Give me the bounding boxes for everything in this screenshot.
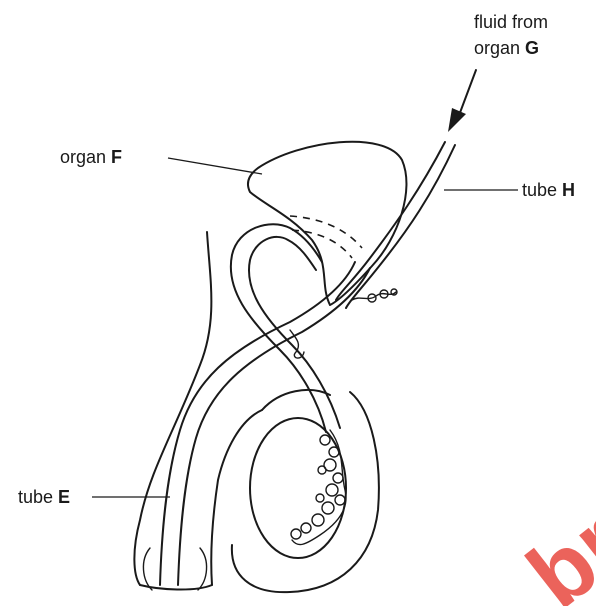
organ-g-letter: G: [525, 38, 539, 58]
fluid-label-prefix: organ: [474, 38, 525, 58]
tube-e-label: tube E: [18, 487, 70, 507]
tube-h-line-1: [336, 142, 445, 300]
organ-f-letter: F: [111, 147, 122, 167]
tube-h-line-2: [346, 145, 455, 308]
fluid-label-line1: fluid from: [474, 12, 548, 32]
tube-e-letter: E: [58, 487, 70, 507]
glans-detail-right: [198, 548, 207, 590]
tube-e-prefix: tube: [18, 487, 58, 507]
testis-outline: [250, 418, 346, 558]
organ-f-leader: [168, 158, 262, 174]
penis-outline-right: [211, 410, 262, 585]
glans-detail-left: [143, 548, 152, 590]
organ-f-label: organ F: [60, 147, 122, 167]
gland-seminal-vesicle: [352, 292, 396, 300]
duct-behind-bladder-dashed-1: [290, 216, 362, 248]
tube-h-letter: H: [562, 180, 575, 200]
fluid-arrow-shaft: [458, 70, 476, 118]
tube-h-label: tube H: [522, 180, 575, 200]
penis-outline-left: [134, 232, 211, 585]
scrotum-outline: [232, 390, 379, 592]
organ-f-prefix: organ: [60, 147, 111, 167]
fluid-arrow-head: [448, 108, 466, 132]
fluid-label-line2: organ G: [474, 38, 539, 58]
tube-h-prefix: tube: [522, 180, 562, 200]
duct-behind-bladder-dashed-2: [292, 230, 352, 258]
tube-e-line-1: [160, 262, 355, 585]
watermark: br: [510, 491, 596, 606]
